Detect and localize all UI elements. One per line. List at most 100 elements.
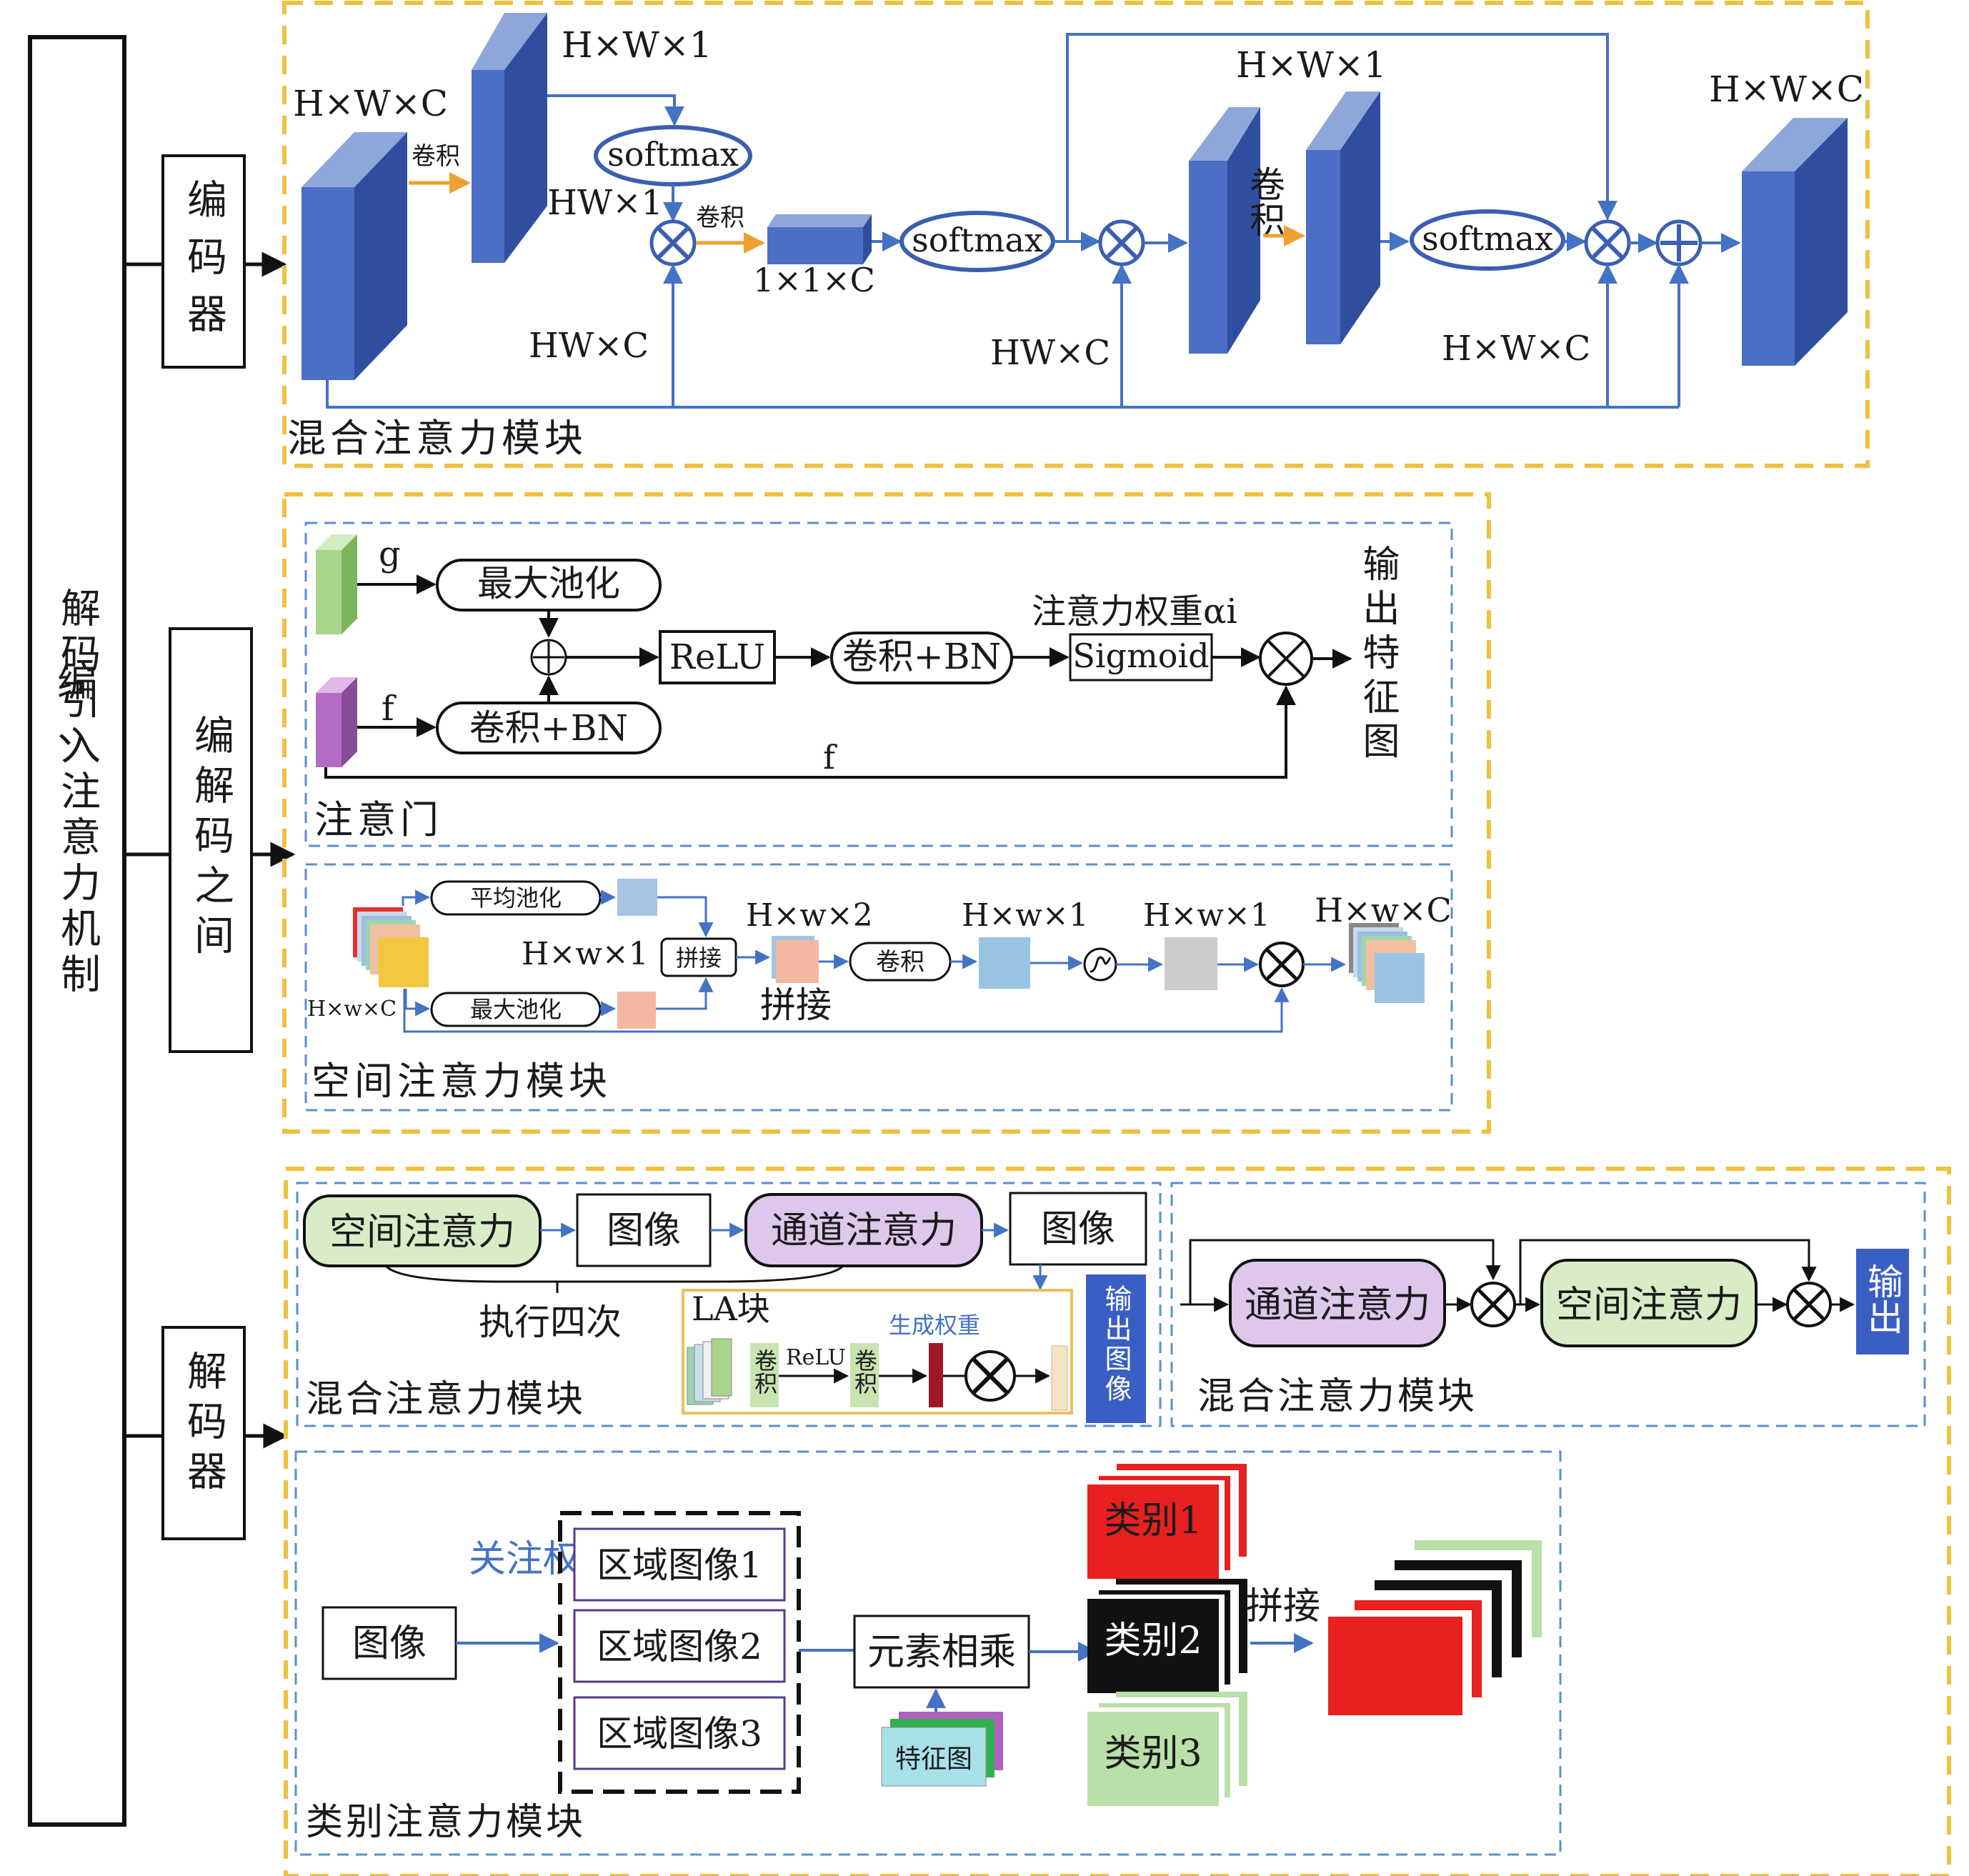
encoder-mid-block-b <box>1306 91 1380 344</box>
gate-title: 注意门 <box>314 797 443 842</box>
gate-relu-label: ReLU <box>669 637 765 677</box>
root-bar <box>28 35 126 1827</box>
region-1 <box>573 1527 786 1602</box>
encoder-hw1: HW×1 <box>547 183 663 223</box>
region-1-label: 区域图像1 <box>597 1545 762 1586</box>
between-module-frame <box>282 492 1491 1134</box>
spatial-avgpool-map <box>617 879 657 916</box>
encoder-softmax-1-label: softmax <box>607 135 739 174</box>
encoder-softmax-3-label: softmax <box>1422 219 1553 258</box>
spatial-hw1-left: H×w×1 <box>522 936 649 972</box>
encoder-conv1-block <box>472 13 547 263</box>
root-label-top: 编 <box>57 660 97 707</box>
region-3-label: 区域图像3 <box>597 1713 762 1755</box>
mixed-right-multiply-2 <box>1786 1282 1832 1327</box>
la-output-bar <box>1051 1345 1068 1411</box>
class-1-label: 类别1 <box>1104 1500 1202 1542</box>
spatial-hw1-b: H×w×1 <box>1143 897 1270 934</box>
decoder-label: 解码器 <box>181 1350 227 1500</box>
mixed-right-panel <box>1170 1182 1926 1427</box>
mixed-left-spatial-label: 空间注意力 <box>329 1211 515 1254</box>
class-1-stack <box>1087 1462 1248 1579</box>
la-title: LA块 <box>692 1289 770 1328</box>
concat-output-stack <box>1327 1540 1542 1717</box>
encoder-conv1-dim: H×W×1 <box>562 24 712 66</box>
gate-maxpool-label: 最大池化 <box>477 563 620 604</box>
la-conv-2 <box>850 1343 879 1407</box>
spatial-avgpool-label: 平均池化 <box>470 884 562 912</box>
encoder-conv-label-1: 卷积 <box>412 142 460 171</box>
encoder-label: 编码器 <box>181 179 227 350</box>
mixed-left-title: 混合注意力模块 <box>306 1378 586 1421</box>
between-label: 编解码之间 <box>188 714 234 964</box>
gate-g-block <box>316 534 357 634</box>
class-2-label: 类别2 <box>1104 1620 1202 1662</box>
gate-add <box>530 639 567 676</box>
multiply-box-label: 元素相乘 <box>867 1631 1016 1674</box>
category-title: 类别注意力模块 <box>306 1801 586 1844</box>
class-3-stack <box>1087 1692 1247 1806</box>
spatial-hw1-a: H×w×1 <box>962 897 1089 934</box>
gate-conv-bn-2-label: 卷积+BN <box>842 636 1001 677</box>
encoder-multiply-3 <box>1584 219 1631 266</box>
between-label-box <box>169 627 253 1053</box>
la-relu: ReLU <box>786 1345 846 1370</box>
class-2-stack <box>1087 1579 1247 1693</box>
region-2 <box>573 1609 786 1683</box>
la-input-stack <box>687 1338 732 1405</box>
spatial-output-dim: H×w×C <box>1315 891 1452 929</box>
mixed-right-spatial-label: 空间注意力 <box>1556 1284 1742 1327</box>
decoder-label-box <box>161 1326 246 1540</box>
mixed-left-output <box>1086 1274 1146 1423</box>
spatial-input-dim: H×w×C <box>307 997 397 1022</box>
spatial-hw2: H×w×2 <box>746 897 873 934</box>
spatial-conv-label: 卷积 <box>876 948 924 977</box>
gate-f-block <box>316 677 357 767</box>
mixed-right-multiply-1 <box>1470 1282 1516 1327</box>
spatial-sigmoid-icon <box>1083 947 1117 982</box>
root-label-comma: 、 <box>57 707 97 753</box>
encoder-output-dim: H×W×C <box>1709 69 1864 110</box>
decoder-module-frame <box>284 1167 1951 1876</box>
encoder-label-box <box>161 154 246 369</box>
spatial-concat-label: 拼接 <box>676 944 722 972</box>
mixed-right-spatial <box>1540 1259 1758 1347</box>
encoder-vector-block <box>767 214 872 264</box>
mixed-left-image-1-label: 图像 <box>607 1209 681 1252</box>
encoder-vector-dim: 1×1×C <box>753 261 875 299</box>
la-conv-1-label: 卷积 <box>751 1349 778 1394</box>
encoder-softmax-2-label: softmax <box>912 221 1043 259</box>
spatial-maxpool-label: 最大池化 <box>470 996 562 1023</box>
feature-map-label: 特征图 <box>895 1745 972 1774</box>
mixed-right-channel-label: 通道注意力 <box>1245 1284 1430 1327</box>
mixed-right-output <box>1856 1249 1909 1354</box>
mixed-left-channel-label: 通道注意力 <box>771 1209 957 1252</box>
gate-f-bottom: f <box>823 738 837 777</box>
category-image <box>321 1606 457 1680</box>
la-multiply <box>964 1350 1016 1402</box>
spatial-sigmoid-map <box>1165 937 1217 990</box>
spatial-input-stack <box>353 907 429 987</box>
encoder-mid-dim: H×W×1 <box>1236 44 1387 86</box>
la-weight-bar <box>929 1343 943 1407</box>
region-3 <box>573 1696 786 1770</box>
mixed-left-repeat: 执行四次 <box>479 1302 622 1343</box>
encoder-hwc-left: HW×C <box>529 326 649 366</box>
encoder-multiply-1 <box>649 219 697 266</box>
gate-sigmoid-label: Sigmoid <box>1072 637 1209 675</box>
encoder-output-block <box>1742 118 1848 366</box>
class-3-label: 类别3 <box>1104 1732 1202 1775</box>
spatial-multiply <box>1259 942 1305 987</box>
gate-f: f <box>382 689 397 729</box>
spatial-conv-map <box>979 937 1030 989</box>
mixed-left-panel <box>296 1182 1162 1427</box>
mixed-left-image-2 <box>1009 1192 1147 1266</box>
mixed-left-output-label: 输出图像 <box>1100 1284 1132 1404</box>
feature-map <box>881 1727 987 1787</box>
gate-g: g <box>379 534 401 574</box>
encoder-add <box>1655 219 1703 266</box>
encoder-module-frame <box>282 1 1870 468</box>
encoder-input-dim: H×W×C <box>293 83 448 124</box>
